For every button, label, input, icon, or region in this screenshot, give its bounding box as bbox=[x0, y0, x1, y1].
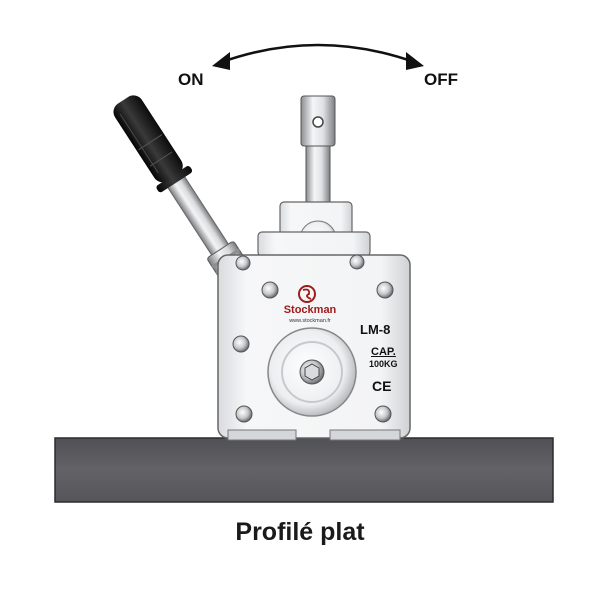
caption: Profilé plat bbox=[235, 518, 365, 546]
bolt bbox=[232, 335, 250, 353]
double-arrow-curved-icon bbox=[212, 43, 424, 70]
bolt bbox=[235, 405, 253, 423]
stockman-logo-icon bbox=[298, 285, 316, 303]
bolt bbox=[376, 281, 394, 299]
capacity-value: 100KG bbox=[369, 359, 398, 369]
brand-name: Stockman bbox=[283, 304, 337, 316]
off-label: OFF bbox=[424, 70, 458, 89]
top-shaft bbox=[257, 95, 371, 258]
bolt bbox=[374, 405, 392, 423]
model-label: LM-8 bbox=[360, 322, 391, 337]
flat-steel-plate bbox=[54, 437, 554, 503]
ce-mark: CE bbox=[372, 378, 392, 394]
bolt bbox=[349, 254, 365, 270]
bolt bbox=[235, 255, 251, 271]
bolt bbox=[261, 281, 279, 299]
capacity-label: CAP. bbox=[371, 346, 396, 358]
brand-url: www.stockman.fr bbox=[289, 318, 331, 324]
on-label: ON bbox=[178, 70, 204, 89]
magnet-body bbox=[217, 254, 411, 441]
